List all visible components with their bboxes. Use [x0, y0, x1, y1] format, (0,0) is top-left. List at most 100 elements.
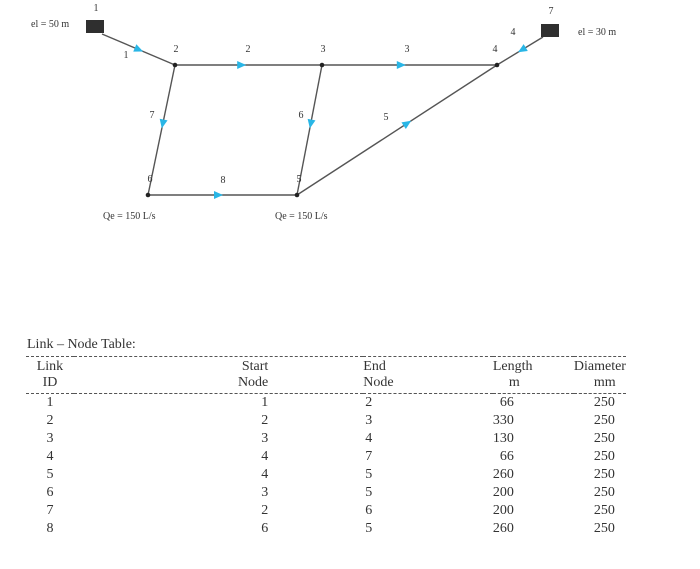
table-subheader-row: ID Node Node m mm	[26, 375, 626, 394]
cell-link-id: 3	[46, 431, 54, 446]
cell-diameter: 250	[593, 413, 615, 428]
cell-link-id: 2	[46, 413, 54, 428]
flow-arrow-link-7	[159, 118, 168, 129]
cell-diameter: 250	[593, 395, 615, 410]
node-label-1: 1	[94, 3, 99, 14]
subheader-end: Node	[363, 375, 493, 394]
link-label-8: 8	[221, 175, 226, 186]
flow-arrow-link-6	[307, 118, 316, 129]
table-row: 1 1 2 66 250	[26, 394, 626, 413]
cell-link-id: 7	[46, 503, 54, 518]
link-label-7: 7	[150, 110, 155, 121]
table-row: 6 3 5 200 250	[26, 484, 626, 502]
node-label-7: 7	[549, 6, 554, 17]
header-length: Length	[492, 356, 574, 375]
cell-end-node: 3	[365, 413, 373, 428]
junction-node-5	[294, 192, 300, 198]
cell-end-node: 5	[365, 521, 373, 536]
table-row: 5 4 5 260 250	[26, 466, 626, 484]
flow-arrow-link-1	[133, 44, 144, 52]
cell-link-id: 1	[46, 395, 54, 410]
cell-diameter: 250	[593, 521, 615, 536]
header-end: End	[363, 356, 493, 375]
cell-diameter: 250	[593, 449, 615, 464]
header-start: Start	[73, 356, 364, 375]
cell-end-node: 2	[365, 395, 373, 410]
header-diameter: Diameter	[573, 356, 626, 375]
flow-arrow-link-8	[214, 191, 223, 199]
cell-start-node: 3	[261, 485, 269, 500]
junction-node-4	[494, 62, 500, 68]
subheader-link: ID	[26, 375, 74, 394]
table-row: 3 3 4 130 250	[26, 430, 626, 448]
cell-length: 260	[492, 521, 514, 536]
flow-arrow-link-4	[518, 44, 528, 53]
flow-arrow-link-3	[396, 61, 406, 69]
junction-node-6	[145, 192, 151, 198]
cell-length: 130	[492, 431, 514, 446]
annotation-demand-5: Qe = 150 L/s	[275, 211, 328, 222]
link-label-1: 1	[124, 50, 129, 61]
cell-start-node: 3	[261, 431, 269, 446]
cell-length: 66	[499, 395, 514, 410]
cell-length: 330	[492, 413, 514, 428]
node-label-4: 4	[493, 44, 498, 55]
flow-arrow-link-5	[401, 120, 412, 130]
reservoir-node-1	[86, 20, 104, 33]
cell-link-id: 6	[46, 485, 54, 500]
cell-start-node: 4	[261, 449, 269, 464]
junction-node-2	[172, 62, 178, 68]
cell-length: 260	[492, 467, 514, 482]
cell-start-node: 2	[261, 503, 269, 518]
cell-end-node: 4	[365, 431, 373, 446]
node-label-2: 2	[174, 44, 179, 55]
cell-link-id: 8	[46, 521, 54, 536]
reservoir-node-7	[541, 24, 559, 37]
table-row: 2 2 3 330 250	[26, 412, 626, 430]
table-caption: Link – Node Table:	[27, 337, 136, 352]
subheader-start: Node	[73, 375, 364, 394]
cell-diameter: 250	[593, 503, 615, 518]
cell-length: 200	[492, 485, 514, 500]
cell-length: 66	[499, 449, 514, 464]
cell-start-node: 6	[261, 521, 269, 536]
node-label-5: 5	[297, 174, 302, 185]
link-node-table: Link Start End Length Diameter ID Node N…	[26, 356, 626, 538]
cell-link-id: 5	[46, 467, 54, 482]
link-label-6: 6	[299, 110, 304, 121]
node-label-3: 3	[321, 44, 326, 55]
pipe-link-5	[296, 64, 498, 196]
cell-link-id: 4	[46, 449, 54, 464]
table-header-row: Link Start End Length Diameter	[26, 356, 626, 375]
table-row: 7 2 6 200 250	[26, 502, 626, 520]
table-row: 4 4 7 66 250	[26, 448, 626, 466]
cell-start-node: 4	[261, 467, 269, 482]
cell-end-node: 7	[365, 449, 373, 464]
cell-end-node: 5	[365, 485, 373, 500]
link-label-5: 5	[384, 112, 389, 123]
link-label-2: 2	[246, 44, 251, 55]
pipe-link-6	[296, 64, 323, 196]
cell-start-node: 2	[261, 413, 269, 428]
cell-end-node: 5	[365, 467, 373, 482]
cell-end-node: 6	[365, 503, 373, 518]
subheader-diameter: mm	[573, 375, 626, 394]
annotation-reservoir-7: el = 30 m	[578, 27, 616, 38]
cell-diameter: 250	[593, 485, 615, 500]
link-label-3: 3	[405, 44, 410, 55]
annotation-demand-6: Qe = 150 L/s	[103, 211, 156, 222]
cell-diameter: 250	[593, 431, 615, 446]
junction-node-3	[319, 62, 325, 68]
link-label-4: 4	[511, 27, 516, 38]
pipe-network-diagram: 1 2 3 4 5 6 7 8 1 2 3 4 5 6 7 el = 50 m el = 30 m Qe = 15…	[31, 3, 616, 222]
table-row: 8 6 5 260 250	[26, 520, 626, 538]
node-label-6: 6	[148, 174, 153, 185]
cell-diameter: 250	[593, 467, 615, 482]
cell-start-node: 1	[261, 395, 269, 410]
flow-arrow-link-2	[237, 61, 247, 69]
annotation-reservoir-1: el = 50 m	[31, 19, 69, 30]
pipe-link-7	[147, 64, 176, 196]
subheader-length: m	[492, 375, 574, 394]
cell-length: 200	[492, 503, 514, 518]
header-link: Link	[26, 356, 74, 375]
